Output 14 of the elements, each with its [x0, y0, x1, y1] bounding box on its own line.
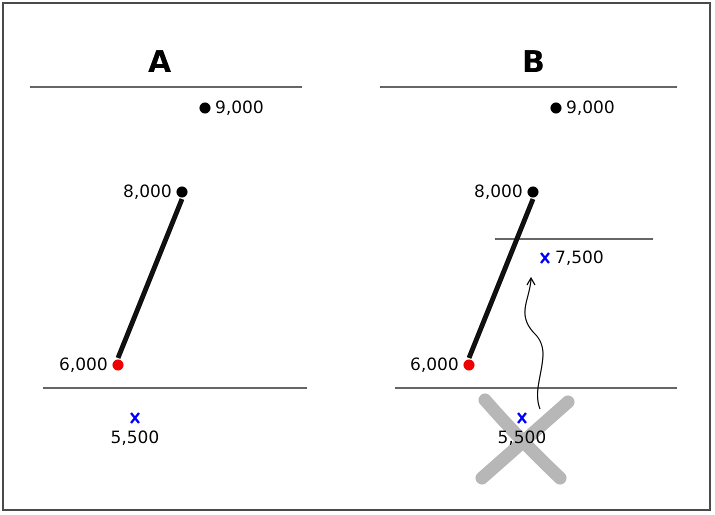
connecting-line: [116, 198, 184, 359]
value-label: 6,000: [59, 355, 108, 375]
value-label: 6,000: [410, 355, 459, 375]
panel-heading: A: [148, 45, 172, 80]
connecting-line: [466, 198, 536, 359]
value-label: 7,500: [555, 248, 604, 268]
value-label: 8,000: [474, 182, 523, 202]
value-label: 9,000: [215, 98, 264, 118]
value-label: 5,500: [498, 428, 546, 448]
value-label: 5,500: [110, 428, 160, 448]
curved-arrow: [524, 277, 544, 410]
panel-heading: B: [522, 45, 545, 80]
value-label: 8,000: [123, 182, 172, 202]
value-label: 9,000: [566, 98, 615, 118]
